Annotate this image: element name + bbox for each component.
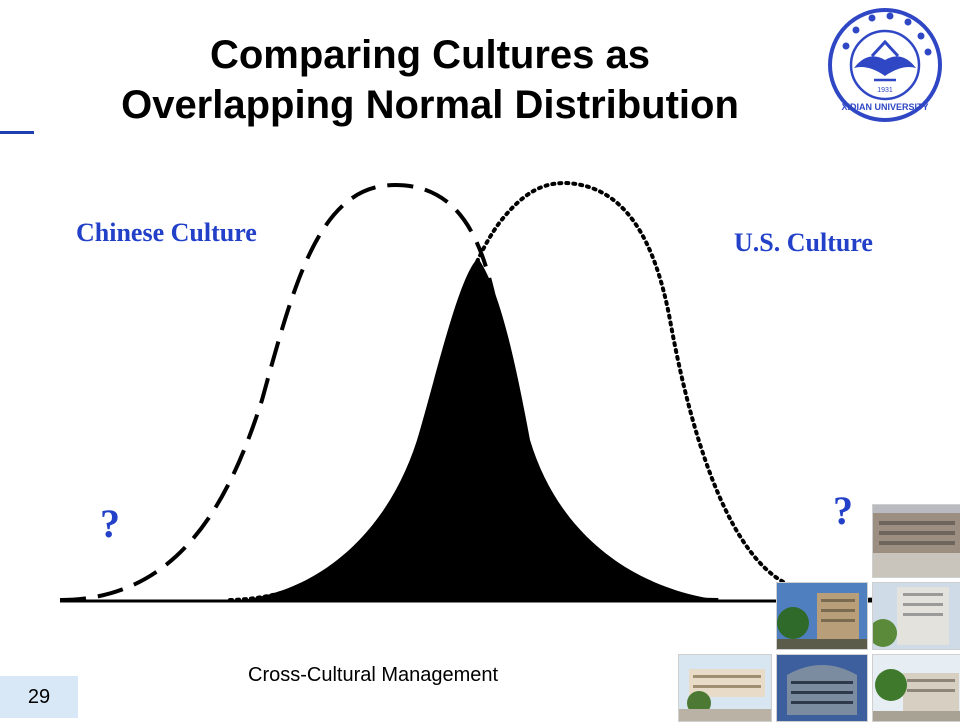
campus-photo-6 [872,654,960,722]
overlap-region [240,258,720,600]
campus-photo-2 [776,582,868,650]
title-line-1: Comparing Cultures as [209,33,651,77]
footer-course-name: Cross-Cultural Management [248,664,499,686]
campus-photo-3 [872,582,960,650]
title-accent-line [0,131,34,134]
title-line-2: Overlapping Normal Distribution [121,83,739,127]
seal-year-text: 1931 [877,87,893,94]
campus-photo-5 [776,654,868,722]
us-culture-label: U.S. Culture [734,228,873,257]
left-question-mark: ? [100,501,120,546]
campus-photo-1 [872,504,960,578]
page-number: 29 [27,685,51,708]
page-number-box: 29 [0,676,78,718]
university-seal-logo: XIDIAN UNIVERSITY 1931 [824,6,946,124]
seal-university-text: XIDIAN UNIVERSITY [841,102,928,112]
right-question-mark: ? [833,488,853,533]
campus-photo-4 [678,654,772,722]
chinese-culture-label: Chinese Culture [76,218,257,247]
us-culture-curve [228,180,902,602]
chinese-culture-curve [59,182,731,602]
slide-title: Comparing Cultures as Overlapping Normal… [30,30,830,130]
